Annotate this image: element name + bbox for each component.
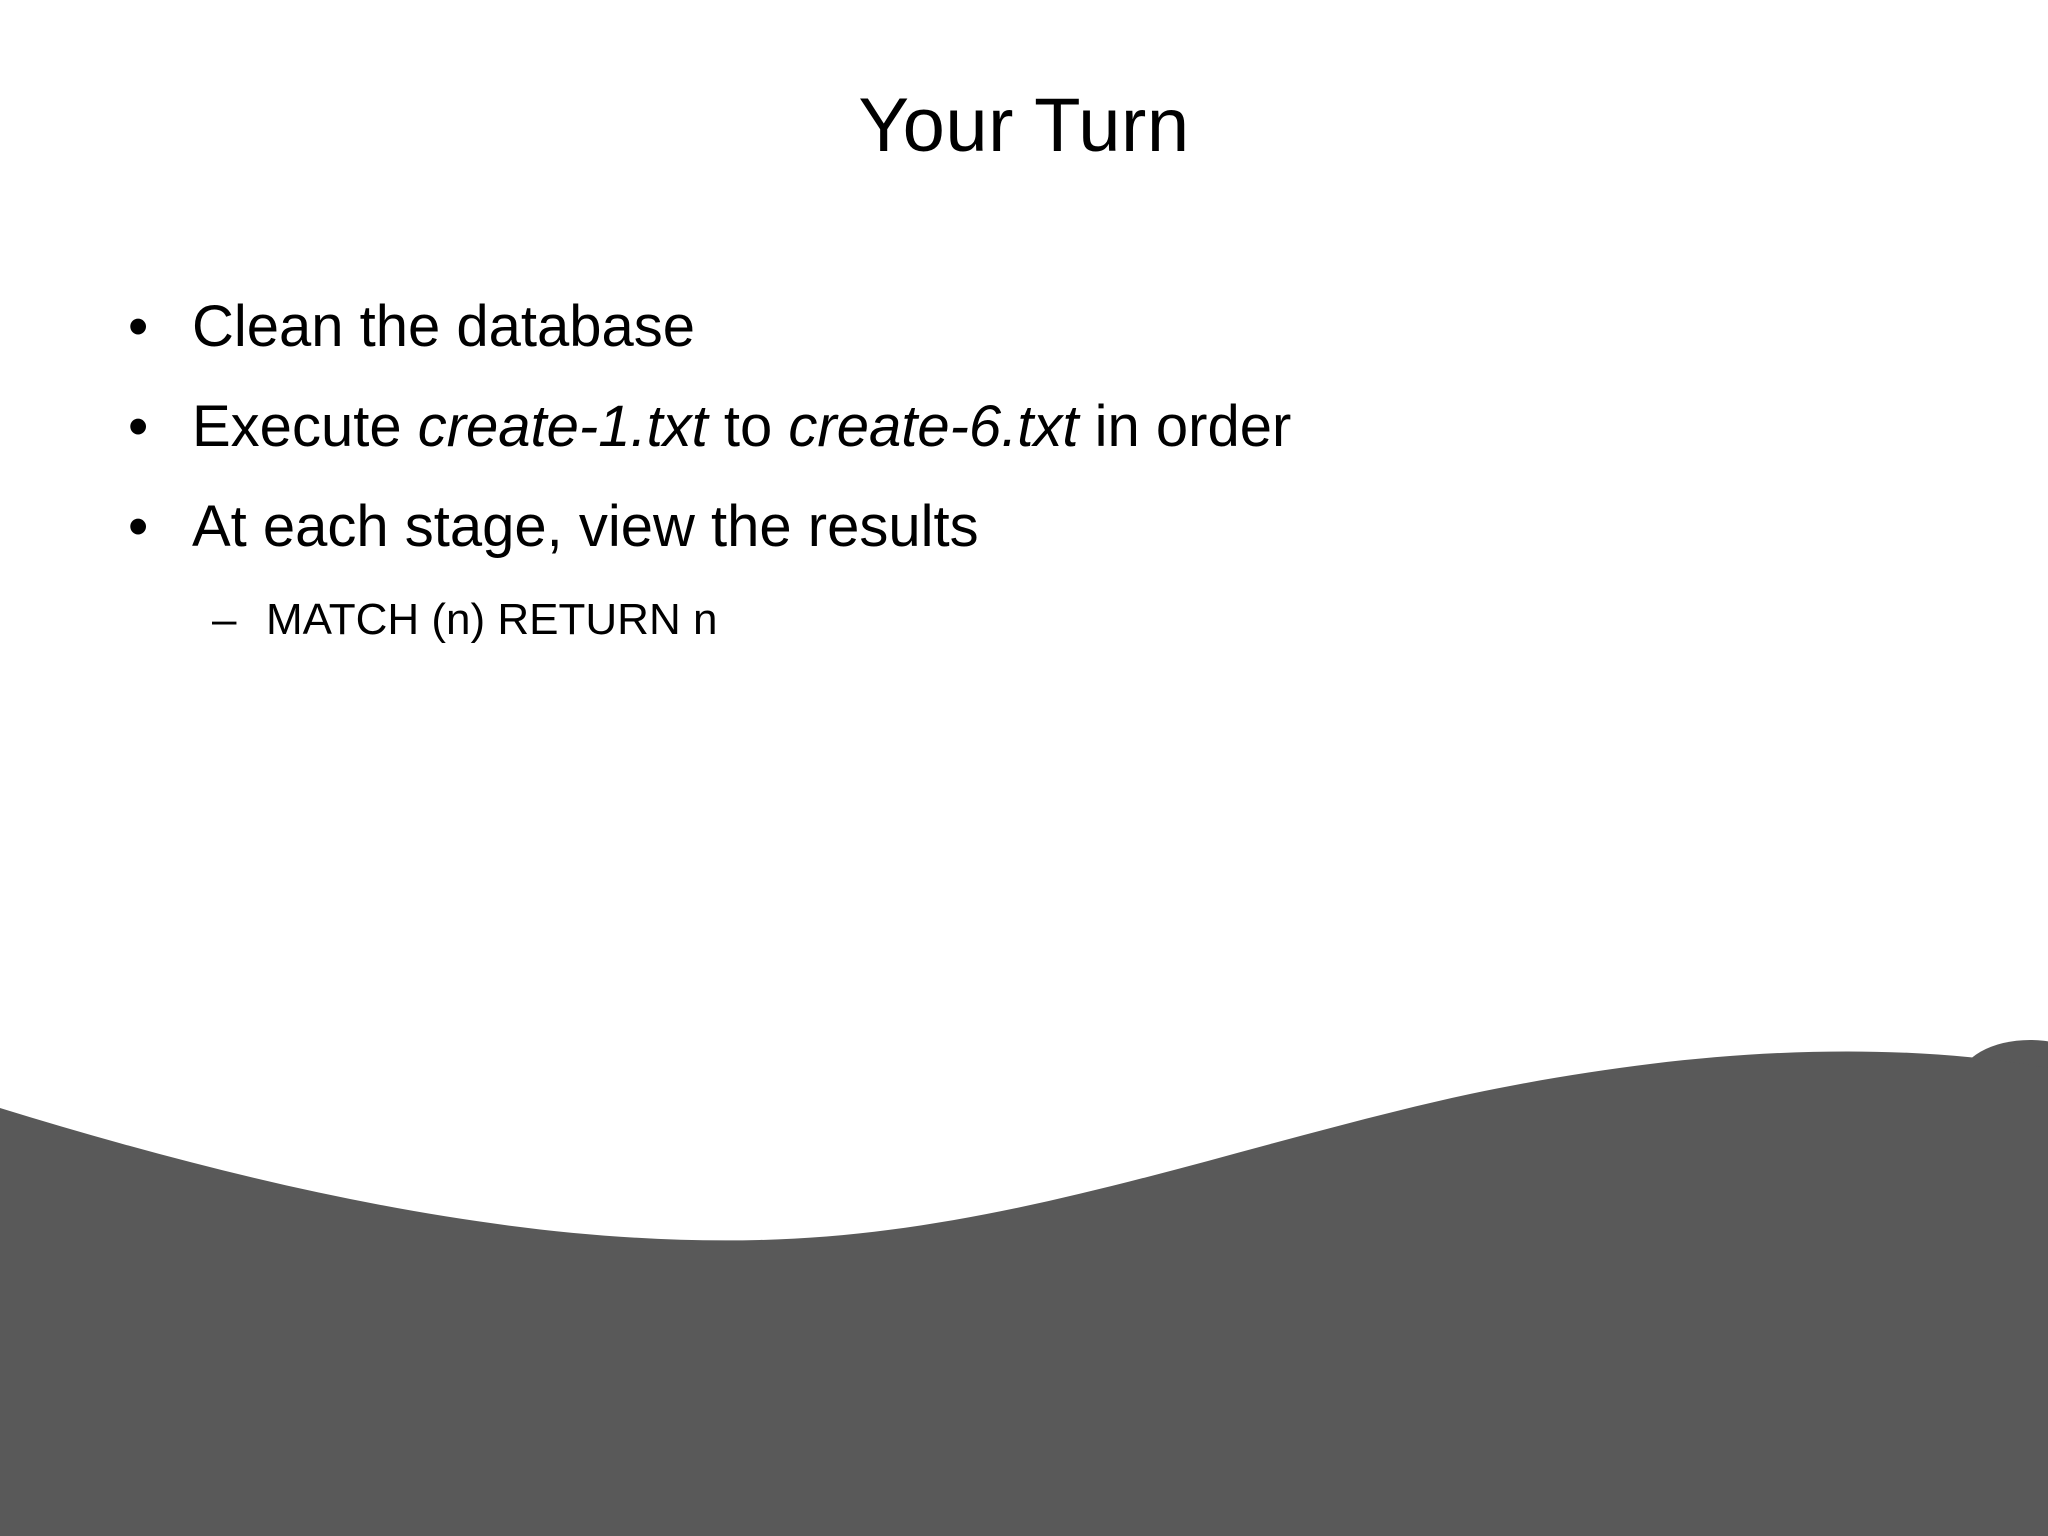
stem-arc-right (1952, 1312, 2048, 1458)
sub-list-item: – MATCH (n) RETURN n (212, 598, 1920, 642)
bullet-text-run-pre: Execute (192, 394, 418, 459)
mound-right (1785, 1432, 2048, 1536)
bullet-text-run-italic-2: create-6.txt (788, 394, 1079, 459)
list-item: • At each stage, view the results (120, 498, 1920, 556)
bullet-list: • Clean the database • Execute create-1.… (120, 298, 1920, 642)
bullet-marker-icon: • (128, 394, 149, 459)
decoration-svg (0, 1040, 2048, 1536)
plant-molecule-graphic (0, 836, 2048, 1536)
stem-small-cap (1840, 1248, 1892, 1296)
sub-bullet-text: MATCH (n) RETURN n (266, 595, 718, 644)
node-ellipse-mid (1844, 1258, 1968, 1330)
stem-connector (1940, 1276, 2026, 1299)
bullet-text-run-post: in order (1078, 394, 1292, 459)
list-item: • Clean the database (120, 298, 1920, 356)
cap-ellipse-medium (1899, 1129, 2031, 1203)
decoration-shapes (0, 1040, 2048, 1536)
cap-ellipse-top (1960, 1040, 2048, 1120)
bullet-text: Clean the database (192, 294, 696, 359)
stem-medium-cap (1969, 1172, 2031, 1285)
mound-left (1610, 1448, 1830, 1536)
page-title: Your Turn (858, 83, 1190, 168)
node-ellipse-large (1930, 1230, 2048, 1330)
bullet-marker-icon: • (128, 494, 149, 559)
bullet-text: Execute create-1.txt to create-6.txt in … (192, 398, 1920, 456)
cap-ellipse-small-left (1755, 1207, 1869, 1277)
stem-top-cap (2027, 1092, 2048, 1277)
dash-marker-icon: – (212, 595, 237, 644)
bottom-wave-band (0, 1051, 2048, 1536)
bullet-text-run-mid: to (707, 394, 789, 459)
bullet-text-run-italic-1: create-1.txt (417, 394, 708, 459)
bullet-text: At each stage, view the results (192, 494, 979, 559)
stem-mid-vertical (1884, 1297, 1914, 1460)
bullet-marker-icon: • (128, 294, 149, 359)
list-item: • Execute create-1.txt to create-6.txt i… (120, 398, 1920, 456)
stem-arc-left (1703, 1282, 1889, 1455)
stem-group (1703, 1092, 2048, 1460)
